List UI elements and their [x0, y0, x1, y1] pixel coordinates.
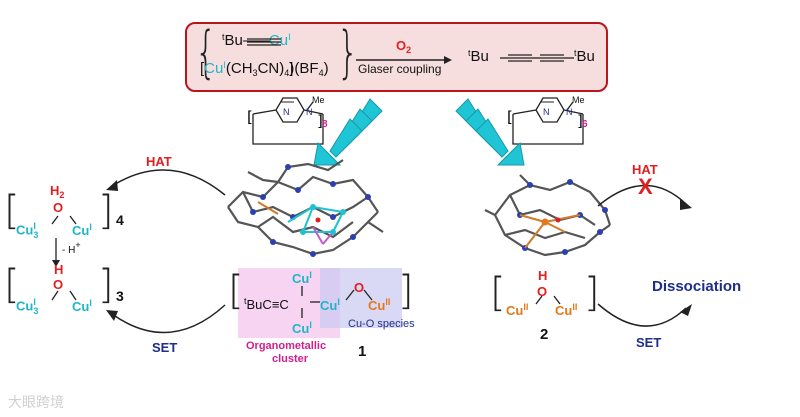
- chevron-arrow-right: [455, 98, 525, 166]
- bracket-1-left: [: [228, 268, 244, 314]
- complex4-oxygen: O: [53, 200, 64, 215]
- complex3-label: 3: [116, 288, 124, 304]
- set-label-left: SET: [152, 340, 178, 355]
- cu-o-bonds: [345, 289, 373, 301]
- set-label-right: SET: [636, 335, 662, 350]
- svg-text:]: ]: [577, 112, 583, 130]
- complex4-bonds: [51, 215, 77, 225]
- bracket-3-right: ]: [98, 262, 114, 308]
- chevron-arrow-left: [313, 98, 383, 166]
- oxidant-label: O2: [396, 38, 412, 55]
- complex2-label: 2: [540, 326, 549, 343]
- reagent-cu-acetonitrile: [CuI(CH3CN)4])(BF4): [200, 60, 329, 78]
- complex1-cu-top: CuI: [292, 270, 312, 286]
- complex1-alkynyl: tBuC≡C: [244, 296, 289, 312]
- deprotonation-label: - H+: [62, 240, 81, 256]
- complex1-oxygen: O: [354, 280, 365, 295]
- brace-left: {: [195, 20, 217, 85]
- complex3-bonds: [51, 290, 77, 301]
- ligand-right-index: 6: [582, 119, 588, 130]
- set-arrow-right: [597, 303, 692, 327]
- alkyne-bond: [247, 38, 281, 46]
- glaser-coupling-box: [185, 22, 608, 92]
- ligand-left-index: 8: [322, 119, 328, 130]
- diyne-bonds: [500, 54, 574, 62]
- product-diyne: tBu: [468, 48, 489, 65]
- cu-o-highlight: [320, 268, 402, 328]
- bracket-4-left: [: [4, 188, 20, 234]
- reaction-arrow: [356, 56, 452, 64]
- ligand-left-structure: [ ]: [247, 97, 324, 145]
- bracket-4-right: ]: [98, 188, 114, 234]
- bracket-3-left: [: [4, 262, 20, 308]
- product-diyne-end: tBu: [574, 48, 595, 65]
- complex2-cu-left: CuII: [506, 302, 529, 318]
- complex3-hydrogen: H: [54, 262, 64, 277]
- complex1-label: 1: [358, 343, 367, 360]
- organometallic-label: Organometallic: [246, 340, 327, 352]
- hat-label-right: HAT: [632, 162, 658, 177]
- hat-label-left: HAT: [146, 154, 172, 169]
- svg-text:]: ]: [317, 112, 323, 130]
- hat-arrow-left: [106, 169, 226, 196]
- complex2-oxygen: O: [537, 284, 548, 299]
- complex3-oxygen: O: [53, 277, 64, 292]
- ligand-right-n2: N: [566, 107, 573, 117]
- deprotonation-arrow: [52, 238, 60, 267]
- brace-right: }: [337, 20, 359, 85]
- set-arrow-left: [106, 304, 226, 334]
- hat-blocked-cross: X: [638, 174, 653, 199]
- cu-o-species-label: Cu-O species: [348, 318, 415, 330]
- cluster-label: cluster: [272, 353, 309, 365]
- complex2-bonds: [535, 295, 561, 305]
- ligand-left-me: Me: [312, 95, 325, 105]
- complex3-cu-right: CuI: [72, 298, 92, 314]
- bracket-2-left: [: [490, 270, 506, 316]
- svg-text:[: [: [507, 108, 513, 126]
- crystal-structure-2: [484, 174, 612, 257]
- complex1-cu-ii: CuII: [368, 297, 391, 313]
- bracket-2-right: ]: [584, 270, 600, 316]
- complex1-cu-mid: CuI: [320, 297, 340, 313]
- svg-text:[: [: [247, 108, 253, 126]
- complex4-h2o: H2: [50, 183, 65, 200]
- ligand-right-me: Me: [572, 95, 585, 105]
- hat-arrow-right: [597, 184, 692, 210]
- bracket-1-right: ]: [398, 268, 414, 314]
- complex1-cu-bottom: CuI: [292, 320, 312, 336]
- complex4-cu-right: CuI: [72, 222, 92, 238]
- ligand-left-n2: N: [306, 107, 313, 117]
- complex2-cu-right: CuII: [555, 302, 578, 318]
- complex4-label: 4: [116, 212, 124, 228]
- ligand-right-n: N: [543, 107, 550, 117]
- ligand-right-structure: [ ]: [507, 97, 584, 145]
- crystal-structure-1: [227, 159, 384, 257]
- complex1-bonds: [301, 286, 320, 318]
- ligand-left-n: N: [283, 107, 290, 117]
- complex2-hydrogen: H: [538, 268, 548, 283]
- dissociation-label: Dissociation: [652, 278, 742, 295]
- watermark: 大眼跨境: [8, 394, 64, 410]
- reaction-label: Glaser coupling: [358, 62, 442, 76]
